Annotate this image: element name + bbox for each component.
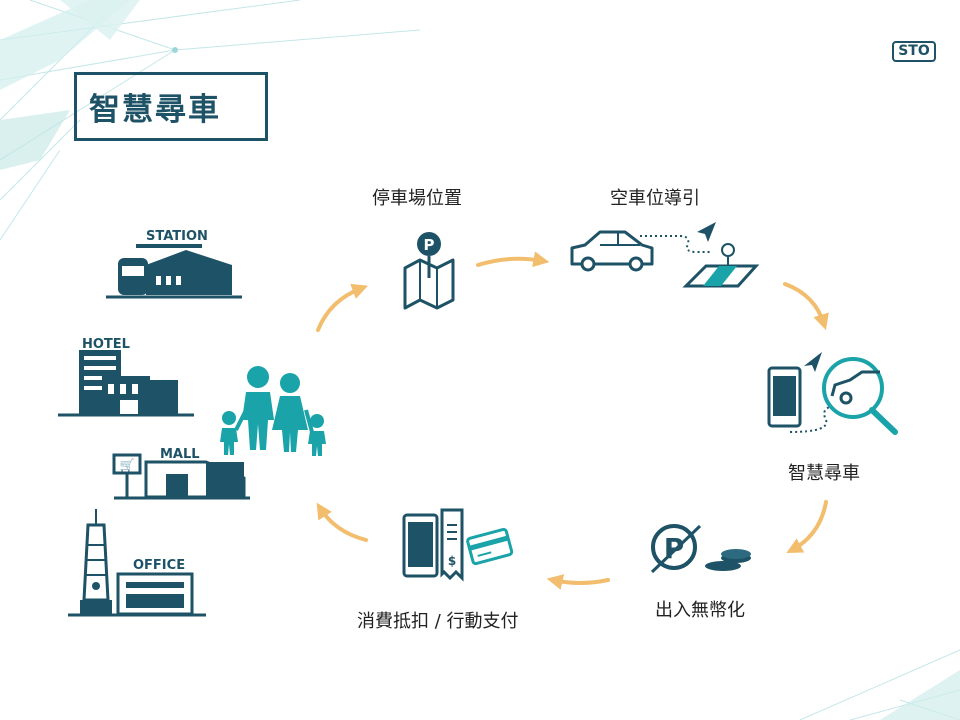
phone-search-car-icon [767,352,898,435]
no-coin-parking-icon: P [650,524,751,574]
cycle-arrow-4 [786,500,828,554]
hotel-building-icon [58,350,194,417]
mall-building-icon: 🛒 [112,453,250,500]
step-label-coinless-entry: 出入無幣化 [655,600,745,621]
step-label-smart-car-finding: 智慧尋車 [788,463,860,484]
svg-text:P: P [424,236,435,254]
train-station-icon [106,244,242,299]
parking-map-icon: P [403,232,455,310]
cycle-arrow-5 [546,574,610,590]
family-icon [220,366,326,456]
svg-text:🛒: 🛒 [120,458,135,472]
brand-logo: STO [892,41,936,62]
building-label-office: OFFICE [133,558,186,573]
car-navigation-icon [570,222,760,288]
building-label-mall: MALL [160,447,200,462]
office-tower-icon [68,509,206,617]
building-label-hotel: HOTEL [82,337,130,352]
step-label-payment: 消費抵扣 / 行動支付 [357,611,519,632]
title-box: 智慧尋車 [74,72,268,141]
step-label-parking-location: 停車場位置 [372,188,462,209]
page-title: 智慧尋車 [89,92,221,128]
cycle-arrow-6 [316,502,368,542]
building-label-station: STATION [146,229,208,244]
mobile-payment-icon: $ [402,508,514,582]
cycle-arrow-1 [316,283,368,332]
cycle-arrow-3 [783,282,829,331]
svg-text:P: P [664,532,685,565]
svg-text:$: $ [448,554,456,568]
step-label-space-guidance: 空車位導引 [610,188,700,209]
cycle-arrow-2 [476,251,550,268]
